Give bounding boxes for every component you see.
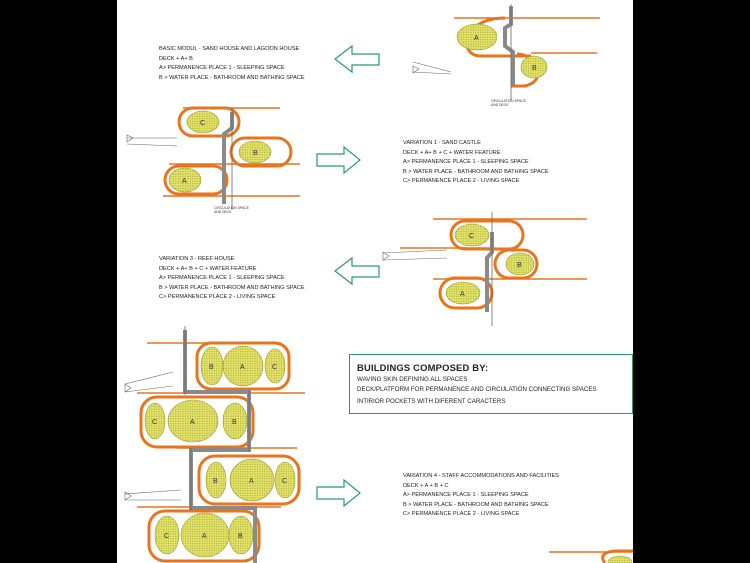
pocket-letter: C <box>282 478 287 485</box>
variation-1-label: VARIATION 1 - SAND CASTLE DECK + A+ B + … <box>403 139 549 187</box>
variation-4-plan: B A C C A B B A C C A B <box>124 326 305 563</box>
pocket-letter: A <box>474 35 479 42</box>
pocket-letter: A <box>190 419 195 426</box>
variation-4-line-b: B > WATER PLACE - BATHROOM AND BATHING S… <box>403 501 549 508</box>
variation-1-circulation-note: CIRCULATION SPACE AND DECK <box>214 206 249 214</box>
pocket-letter: C <box>200 120 205 127</box>
pocket-letter: A <box>240 364 245 371</box>
variation-3-title: VARIATION 3 - REEF HOUSE <box>159 256 235 262</box>
pocket-letter: C <box>152 419 157 426</box>
pocket-letter: B <box>238 533 243 540</box>
drawing-sheet: A B C B A <box>117 0 633 563</box>
variation-3-line-c: C> PERMANENCE PLACE 2 - LIVING SPACE <box>159 294 276 300</box>
circulation-label: CIRCULATION SPACE <box>491 99 526 103</box>
pocket-letter: C <box>164 533 169 540</box>
pocket-letter: C <box>272 364 277 371</box>
pocket-letter: B <box>532 65 537 72</box>
buildings-composed-box: BUILDINGS COMPOSED BY: WAVING SKIN DEFIN… <box>349 354 633 414</box>
pocket-letter: B <box>213 478 218 485</box>
pocket-letter: B <box>209 364 214 371</box>
buildings-box-line-2: DECK/PLATFORM FOR PERMANENCE AND CIRCULA… <box>357 386 597 393</box>
pocket-letter: C <box>469 233 474 240</box>
arrow-left-icon <box>334 44 380 74</box>
buildings-box-line-3: INTIRIOR POCKETS WITH DIFERENT CARACTERS <box>357 398 506 405</box>
variation-3-plan: C B A <box>382 212 587 326</box>
variation-4-line-a: A> PERMANENCE PLACE 1 - SLEEPING SPACE <box>403 492 529 498</box>
variation-1-line-c: C> PERMANENCE PLACE 2 - LIVING SPACE <box>403 178 520 184</box>
variation-4-deck: DECK + A + B + C <box>403 482 449 489</box>
variation-1-title: VARIATION 1 - SAND CASTLE <box>403 140 481 146</box>
variation-4-line-c: C> PERMANENCE PLACE 2 - LIVING SPACE <box>403 511 520 517</box>
pocket-letter: A <box>460 291 465 298</box>
circulation-label: AND DECK <box>214 210 232 214</box>
variation-3-line-a: A> PERMANENCE PLACE 1 - SLEEPING SPACE <box>159 275 285 281</box>
pocket-letter: B <box>232 419 237 426</box>
variation-3-deck: DECK + A+ B + C + WATER FEATURE <box>159 265 257 272</box>
buildings-box-title: BUILDINGS COMPOSED BY: <box>357 362 489 373</box>
basic-modul-plan: A B <box>412 4 600 100</box>
buildings-box-line-1: WAVING SKIN DEFINING ALL SPACES <box>357 376 468 383</box>
circulation-label: CIRCULATION SPACE <box>214 206 249 210</box>
variation-4-title: VARIATION 4 - STAFF ACCOMMODATIONS AND F… <box>403 473 559 479</box>
arrow-left-icon <box>334 256 380 286</box>
pocket-letter: B <box>517 262 522 269</box>
pocket-letter: A <box>202 533 207 540</box>
variation-1-line-a: A> PERMANENCE PLACE 1 - SLEEPING SPACE <box>403 159 529 165</box>
variation-1-deck: DECK + A+ B + C + WATER FEATURE <box>403 149 501 156</box>
variation-3-label: VARIATION 3 - REEF HOUSE DECK + A+ B + C… <box>159 255 305 303</box>
arrow-right-icon <box>316 145 361 175</box>
pocket-letter: B <box>253 150 258 157</box>
diagram-canvas: A B C B A <box>124 4 633 563</box>
basic-modul-circulation-note: CIRCULATION SPACE AND DECK <box>491 99 526 107</box>
variation-1-line-b: B > WATER PLACE - BATHROOM AND BATHING S… <box>403 168 549 175</box>
basic-modul-label: BASIC MODUL - SAND HOUSE AND LAGOON HOUS… <box>159 45 305 83</box>
basic-modul-line-a: A> PERMANENCE PLACE 1 - SLEEPING SPACE <box>159 65 285 71</box>
arrow-right-icon <box>316 478 361 508</box>
basic-modul-line-b: B > WATER PLACE - BATHROOM AND BATHING S… <box>159 74 305 81</box>
variation-4-label: VARIATION 4 - STAFF ACCOMMODATIONS AND F… <box>403 472 559 520</box>
variation-3-line-b: B > WATER PLACE - BATHROOM AND BATHING S… <box>159 284 305 291</box>
partial-plan-fragment <box>549 549 633 563</box>
pocket-letter: A <box>249 478 254 485</box>
variation-1-plan: C B A <box>126 106 300 210</box>
pocket-letter: A <box>182 178 187 185</box>
circulation-label: AND DECK <box>491 103 509 107</box>
basic-modul-title: BASIC MODUL - SAND HOUSE AND LAGOON HOUS… <box>159 46 300 52</box>
basic-modul-deck: DECK + A+ B <box>159 55 193 62</box>
